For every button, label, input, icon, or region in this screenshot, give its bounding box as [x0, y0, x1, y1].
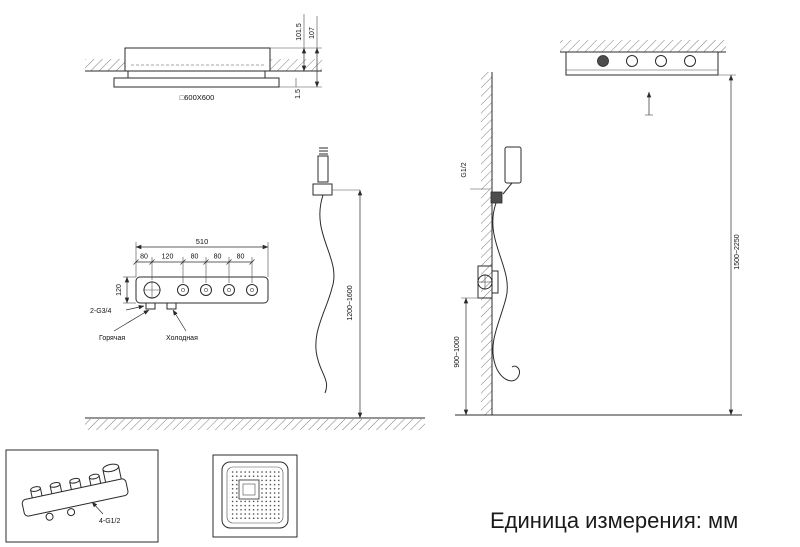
- dim-seg-1: 80: [140, 254, 148, 261]
- hot-inlet-stub: [145, 302, 156, 310]
- dim-seg-4: 80: [214, 254, 222, 261]
- valve-width-dims: 510 80 120 80 80 80: [133, 237, 269, 283]
- wall-hatch: [481, 72, 492, 415]
- front-view: □600X600 101.5 107 1.5 1200~: [85, 14, 425, 430]
- shower-hose-side: [492, 202, 520, 382]
- dim-seg-5: 80: [237, 254, 245, 261]
- hand-shower-side: [470, 146, 522, 382]
- valve-thread-label: 4-G1/2: [99, 518, 121, 525]
- dim-seg-2: 120: [162, 254, 174, 261]
- cold-label: Холодная: [166, 335, 198, 342]
- valve-panel-front: [135, 276, 269, 310]
- shower-hose: [315, 194, 335, 394]
- detail-box-border: [5, 449, 159, 543]
- valve-floor-dim-side: 900~1000: [454, 297, 479, 416]
- cold-inlet-stub: [166, 302, 177, 310]
- hot-label: Горячая: [99, 335, 125, 342]
- detail-showerhead-box: [212, 454, 298, 538]
- inlet-connector: [597, 55, 609, 67]
- center-spray-window: [238, 479, 260, 500]
- inlet-thread-label: 2-G3/4: [90, 308, 112, 315]
- ceiling-hatch-left: [85, 59, 125, 71]
- valve-side: [477, 265, 499, 299]
- dim-plate-reveal: 1.5: [295, 89, 302, 99]
- floor-hatch-front: [85, 419, 425, 430]
- ceiling-shower-front: [113, 47, 280, 88]
- valve-height-range-dim: 1200~1600: [332, 189, 363, 419]
- valve-height-dim: 120: [116, 276, 136, 304]
- dim-head-depth: 101.5: [296, 23, 303, 41]
- unit-label: Единица измерения: мм: [490, 508, 738, 533]
- dim-valve-total-width: 510: [196, 237, 209, 246]
- inlet-labels: 2-G3/4 Горячая Холодная: [90, 304, 198, 342]
- hand-shower-thread-label: G1/2: [461, 162, 468, 177]
- side-view: G1/2 900~1000 1500~2250: [454, 40, 742, 416]
- dim-valve-height-range: 1200~1600: [347, 285, 354, 320]
- ceiling-shower-side: [565, 51, 719, 76]
- dim-head-range-side: 1500~2250: [734, 234, 741, 269]
- head-size-label: □600X600: [180, 93, 215, 102]
- view-direction-arrow: [645, 91, 653, 116]
- head-dimensions: 101.5 107 1.5: [270, 14, 322, 99]
- dim-valve-height: 120: [116, 284, 123, 296]
- dim-seg-3: 80: [191, 254, 199, 261]
- detail-box-border-2: [212, 454, 298, 538]
- hose-outlet-elbow: [490, 191, 503, 204]
- head-floor-dim-side: 1500~2250: [718, 74, 741, 416]
- dim-head-height: 107: [309, 27, 316, 39]
- ceiling-hatch-right: [270, 59, 322, 71]
- hand-shower-front: [312, 147, 335, 394]
- valve-isometric: [21, 463, 129, 521]
- dim-valve-range-side: 900~1000: [454, 336, 461, 367]
- ceiling-hatch-side: [560, 40, 726, 52]
- detail-valve-box: 4-G1/2: [5, 449, 159, 543]
